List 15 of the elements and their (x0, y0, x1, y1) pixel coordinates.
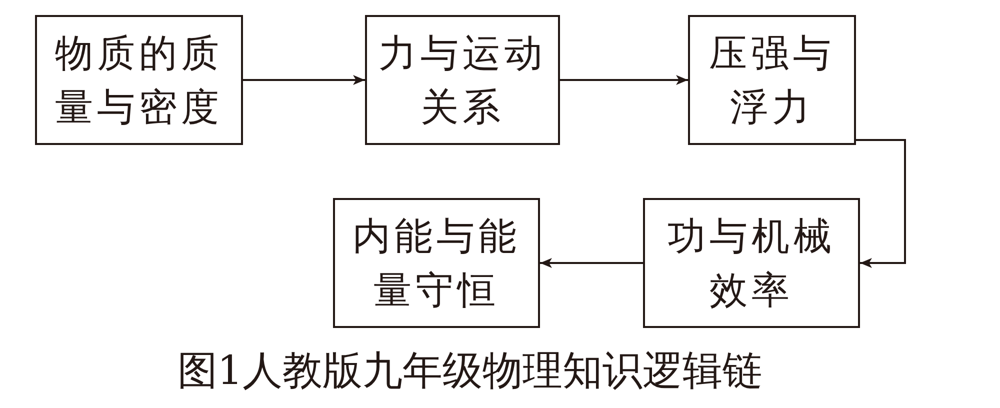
arrow (856, 139, 906, 268)
process-box (688, 15, 856, 145)
arrow (560, 75, 688, 85)
arrow (540, 258, 643, 268)
box-label: 压强与浮力 (709, 30, 835, 131)
box-label: 内能与能量守恒 (352, 213, 520, 314)
box-label: 功与机械效率 (668, 213, 836, 314)
box-label: 力与运动关系 (378, 30, 546, 131)
process-box (643, 198, 860, 328)
figure-caption: 图1人教版九年级物理知识逻辑链 (176, 347, 764, 396)
process-box (333, 198, 540, 328)
process-box (35, 15, 243, 145)
box-label: 物质的质量与密度 (55, 30, 223, 131)
process-box (365, 15, 560, 145)
arrow (243, 75, 365, 85)
